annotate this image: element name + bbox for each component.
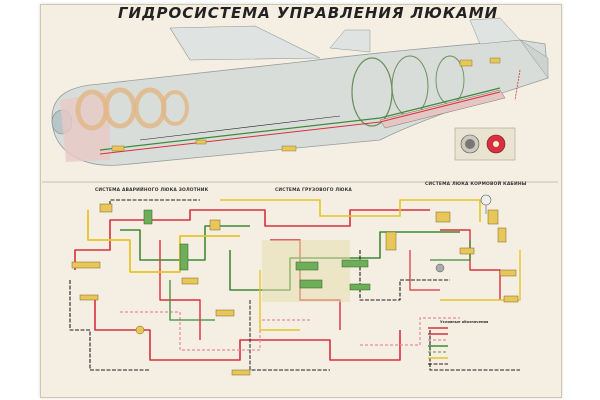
legend-lines xyxy=(428,327,448,365)
section-title-cargo-hatch: СИСТЕМА ГРУЗОВОГО ЛЮКА xyxy=(275,188,352,193)
cargo-hatch-zone xyxy=(262,240,350,302)
legend-title: Условные обозначения xyxy=(440,320,489,324)
aircraft-fuselage xyxy=(51,17,549,166)
poster-title: ГИДРОСИСТЕМА УПРАВЛЕНИЯ ЛЮКАМИ xyxy=(118,4,499,22)
section-title-tail-cabin-hatch: СИСТЕМА ЛЮКА КОРМОВОЙ КАБИНЫ xyxy=(425,182,527,187)
hydraulic-schematic xyxy=(69,199,521,371)
control-panel-inset xyxy=(454,127,516,161)
section-title-emergency-hatch: СИСТЕМА АВАРИЙНОГО ЛЮКА ЗОЛОТНИК xyxy=(95,188,209,193)
schematic-components xyxy=(71,194,519,376)
